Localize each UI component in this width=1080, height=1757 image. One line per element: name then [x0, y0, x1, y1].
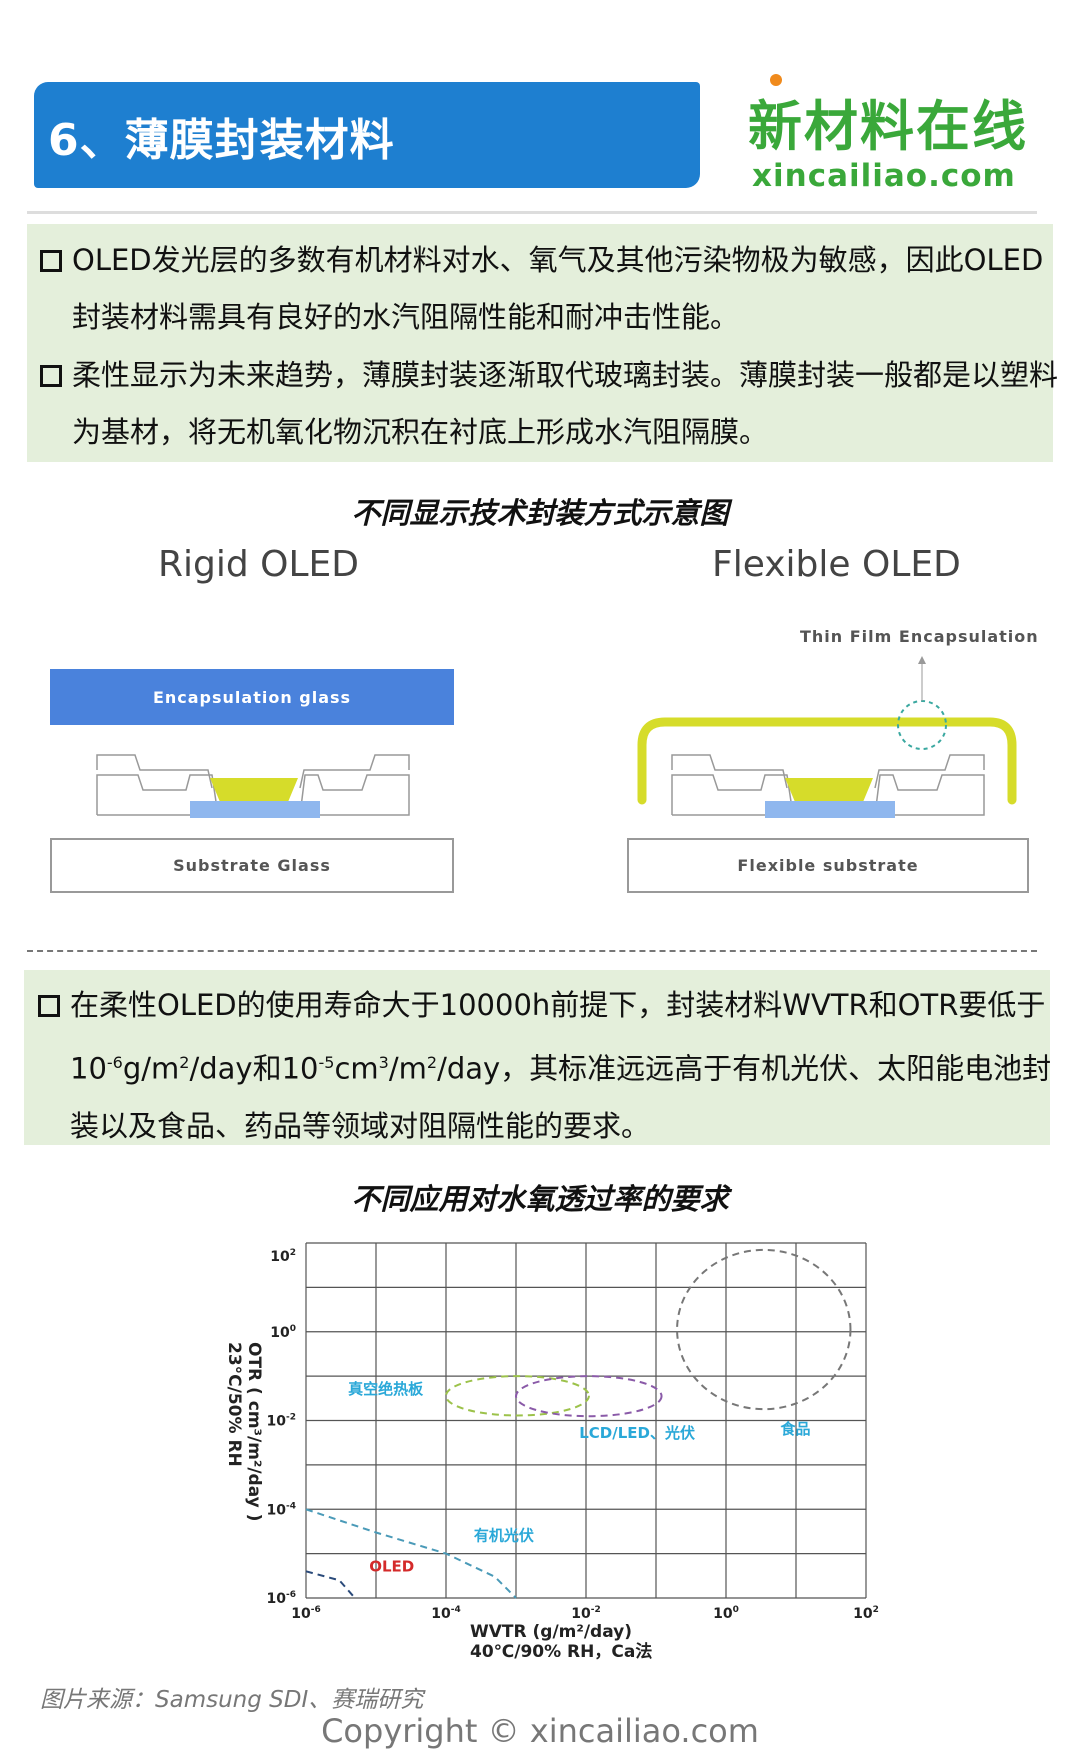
logo-en: xincailiao.com: [752, 158, 1016, 194]
req-text: g/m: [122, 1051, 180, 1086]
encapsulation-glass: Encapsulation glass: [50, 669, 454, 725]
req-text: cm: [334, 1051, 379, 1086]
flex-electrode: [765, 801, 895, 818]
x-tick-exp: -4: [451, 1605, 461, 1615]
x-tick-label: 10-4: [431, 1605, 460, 1622]
bullet-3: 在柔性OLED的使用寿命大于10000h前提下，封装材料WVTR和OTR要低于1…: [38, 977, 1064, 1155]
wvtr-otr-chart: 10-6 10-4 10-2 100 102 102 100 10-2 10-4 10-6 食品 真空…: [267, 1242, 879, 1622]
req-text: 在柔性OLED的使用寿命大于10000h前提下，封装材料WVTR和OTR要低于1…: [70, 988, 1046, 1086]
dashed-divider: [27, 950, 1037, 952]
square-bullet-icon: [40, 365, 62, 387]
rigid-oled-label: Rigid OLED: [158, 544, 360, 585]
req-sup: 2: [179, 1053, 190, 1072]
rigid-electrode: [190, 801, 320, 818]
device-layers: [96, 754, 985, 818]
square-bullet-icon: [38, 995, 60, 1017]
region-真空绝热板: [445, 1375, 590, 1417]
region-label: OLED: [369, 1557, 414, 1575]
image-source: 图片来源：Samsung SDI、赛瑞研究: [40, 1687, 424, 1713]
flexible-substrate: Flexible substrate: [627, 838, 1029, 893]
section-title: 6、薄膜封装材料: [48, 115, 395, 166]
rigid-layer-top: [96, 754, 410, 789]
thin-film-encapsulation-shape: [637, 656, 1017, 805]
y-tick-exp: -2: [286, 1413, 296, 1423]
y-tick-label: 10-4: [267, 1501, 296, 1518]
flex-layer-top: [671, 754, 985, 789]
bullet-text: 柔性显示为未来趋势，薄膜封装逐渐取代玻璃封装。薄膜封装一般都是以塑料为基材，将无…: [72, 358, 1059, 449]
flex-layer-bottom: [671, 774, 985, 816]
rigid-emitter: [210, 778, 298, 802]
req-sup: 3: [378, 1053, 389, 1072]
x-tick-exp: 0: [733, 1605, 739, 1615]
req-sup: 2: [426, 1053, 438, 1072]
rigid-layer-bottom: [96, 774, 410, 816]
x-tick-label: 100: [713, 1605, 739, 1622]
region-LCD/LED、光伏: [515, 1375, 663, 1418]
req-sup: -5: [318, 1053, 335, 1072]
region-食品: [676, 1248, 852, 1411]
bullet-1: OLED发光层的多数有机材料对水、氧气及其他污染物极为敏感，因此OLED封装材料…: [40, 232, 1064, 346]
requirement-box: [24, 970, 1050, 1145]
x-tick-exp: -6: [311, 1605, 321, 1615]
divider: [27, 211, 1037, 214]
y-tick-exp: 0: [290, 1324, 296, 1334]
x-tick-label: 102: [853, 1605, 879, 1622]
curve-OLED: [305, 1570, 356, 1599]
flex-emitter: [785, 778, 873, 802]
logo-cn: 新材料在线: [748, 95, 1028, 158]
bullet-text: OLED发光层的多数有机材料对水、氧气及其他污染物极为敏感，因此OLED封装材料…: [72, 243, 1044, 334]
flexible-oled-label: Flexible OLED: [712, 544, 961, 585]
region-label: 有机光伏: [474, 1526, 534, 1544]
y-tick-exp: 2: [290, 1248, 296, 1258]
y-tick-label: 10-2: [267, 1413, 296, 1430]
req-text: /day，其标准远远高于有机光伏、太阳能电池封装以及食品、药品等领域对阻隔性能的…: [70, 1051, 1052, 1143]
chart-title: 不同应用对水氧透过率的要求: [351, 1182, 729, 1216]
x-tick-label: 10-2: [571, 1605, 600, 1622]
diagram-title: 不同显示技术封装方式示意图: [351, 496, 729, 530]
intro-box: [27, 224, 1053, 462]
x-tick-label: 10-6: [291, 1605, 320, 1622]
y-tick-exp: -4: [286, 1501, 296, 1511]
y-axis-subtitle: 23°C/50% RH: [224, 1342, 244, 1467]
y-tick-exp: -6: [286, 1590, 296, 1600]
x-tick-exp: -2: [591, 1605, 601, 1615]
bullet-2: 柔性显示为未来趋势，薄膜封装逐渐取代玻璃封装。薄膜封装一般都是以塑料为基材，将无…: [40, 347, 1064, 461]
x-axis-subtitle: 40℃/90% RH，Ca法: [470, 1642, 653, 1662]
req-text: /m: [388, 1051, 427, 1086]
y-tick-label: 10-6: [267, 1590, 296, 1607]
region-label: LCD/LED、光伏: [579, 1424, 695, 1442]
curve-有机光伏: [305, 1508, 517, 1599]
y-axis-title: OTR ( cm³/m²/day ): [244, 1342, 264, 1522]
section-title-banner: 6、薄膜封装材料: [34, 82, 700, 188]
x-tick-exp: 2: [873, 1605, 879, 1615]
square-bullet-icon: [40, 250, 62, 272]
x-axis-label: WVTR (g/m²/day)40℃/90% RH，Ca法: [470, 1622, 652, 1662]
copyright: Copyright © xincailiao.com: [321, 1712, 759, 1750]
tfe-callout-label: Thin Film Encapsulation: [800, 627, 1039, 646]
req-sup: -6: [106, 1053, 123, 1072]
req-text: /day和10: [189, 1051, 319, 1086]
region-label: 食品: [780, 1420, 810, 1438]
y-tick-label: 100: [270, 1324, 296, 1341]
x-axis-title: WVTR (g/m²/day): [470, 1622, 632, 1642]
logo-dot: [770, 74, 782, 86]
substrate-glass: Substrate Glass: [50, 838, 454, 893]
y-tick-label: 102: [270, 1248, 296, 1265]
region-label: 真空绝热板: [348, 1380, 424, 1398]
